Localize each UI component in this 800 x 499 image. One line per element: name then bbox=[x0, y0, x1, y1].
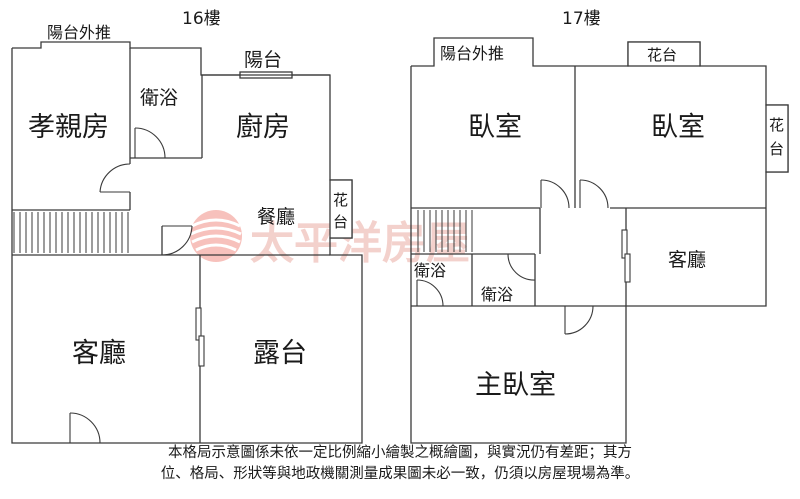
room-label-master-bedroom: 主臥室 bbox=[475, 370, 556, 401]
room-label-terrace: 露台 bbox=[253, 338, 307, 369]
floor-17-stairs bbox=[417, 210, 473, 252]
door-icon bbox=[99, 163, 131, 193]
room-label-bedroom-1: 臥室 bbox=[468, 112, 522, 143]
room-label-balcony-ext-16: 陽台外推 bbox=[47, 23, 111, 42]
room-label-bath-17-2: 衛浴 bbox=[481, 285, 513, 304]
disclaimer-line-1: 本格局示意圖係未依一定比例縮小繪製之概繪圖，與實況仍有差距；其方 bbox=[168, 445, 632, 461]
door-icon bbox=[416, 279, 444, 307]
room-label-dining: 餐廳 bbox=[257, 206, 295, 228]
floor-17-doors bbox=[416, 179, 631, 335]
floor-16-label: 16樓 bbox=[182, 9, 221, 29]
planter-side-char-2: 台 bbox=[769, 140, 784, 158]
watermark: 太平洋房屋 bbox=[190, 210, 470, 269]
door-icon bbox=[507, 253, 536, 281]
door-icon bbox=[69, 412, 101, 444]
disclaimer-note: 本格局示意圖係未依一定比例縮小繪製之概繪圖，與實況仍有差距；其方 位、格局、形狀… bbox=[20, 443, 780, 485]
door-icon bbox=[134, 127, 166, 159]
room-label-living-16: 客廳 bbox=[72, 338, 126, 369]
floor-16-stairs bbox=[13, 212, 129, 253]
room-label-parents-room: 孝親房 bbox=[28, 112, 109, 143]
door-icon bbox=[579, 179, 609, 209]
room-label-bedroom-2: 臥室 bbox=[651, 112, 705, 143]
sliding-door-icon bbox=[621, 229, 631, 283]
planter-16-char-1: 花 bbox=[333, 191, 348, 209]
disclaimer-line-2: 位、格局、形狀等與地政機關測量成果圖未必一致，仍須以房屋現場為準。 bbox=[160, 466, 640, 482]
floor-16-doors bbox=[69, 127, 205, 444]
room-label-bath-17-1: 衛浴 bbox=[414, 261, 446, 280]
room-label-living-17: 客廳 bbox=[668, 249, 706, 271]
planter-side-char-1: 花 bbox=[769, 116, 784, 134]
room-label-balcony-ext-17: 陽台外推 bbox=[440, 44, 504, 63]
room-label-bath-16: 衛浴 bbox=[140, 87, 178, 109]
room-label-planter-side: 花 台 bbox=[769, 116, 789, 158]
watermark-text: 太平洋房屋 bbox=[250, 218, 470, 269]
floor-17-walls bbox=[410, 37, 789, 444]
room-label-balcony-16: 陽台 bbox=[244, 49, 282, 71]
floor-17-label: 17樓 bbox=[562, 9, 601, 29]
door-icon bbox=[564, 305, 594, 335]
planter-16-char-2: 台 bbox=[333, 213, 348, 231]
room-label-planter-16: 花 台 bbox=[333, 191, 353, 231]
door-icon bbox=[540, 179, 570, 209]
watermark-logo-icon bbox=[190, 210, 242, 262]
room-label-kitchen: 廚房 bbox=[236, 112, 290, 143]
sliding-door-icon bbox=[195, 307, 205, 367]
door-icon bbox=[161, 225, 193, 256]
room-label-planter-top: 花台 bbox=[647, 46, 677, 64]
